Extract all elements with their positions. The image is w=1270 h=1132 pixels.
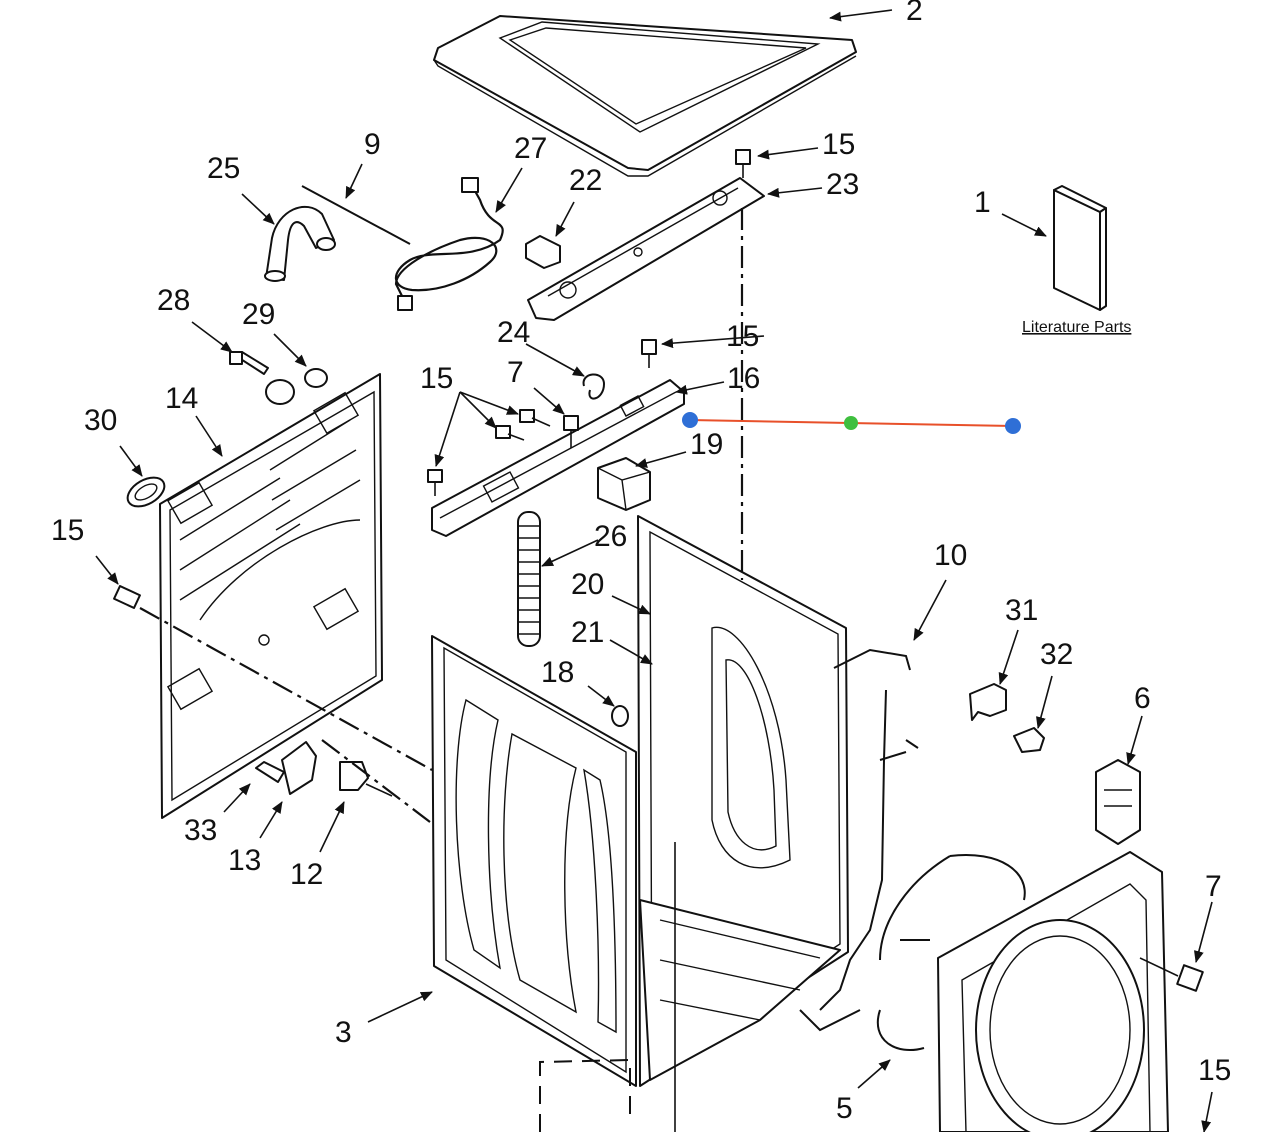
measure-end-handle[interactable]	[1005, 418, 1021, 434]
axis-line-diagonal	[139, 607, 433, 771]
callout-14: 14	[165, 382, 198, 415]
screw-7-rail[interactable]	[563, 415, 579, 448]
literature-book-part[interactable]	[1053, 185, 1107, 311]
callout-27: 27	[514, 132, 547, 165]
callout-23: 23	[826, 168, 859, 201]
callout-19: 19	[690, 428, 723, 461]
front-panel-part[interactable]	[431, 635, 637, 1087]
clip-part[interactable]	[525, 235, 561, 269]
rear-rail-part[interactable]	[431, 379, 685, 537]
callout-28: 28	[157, 284, 190, 317]
callout-5: 5	[836, 1092, 853, 1125]
screw-15-rail-a[interactable]	[427, 469, 443, 496]
spring-clip-part[interactable]	[582, 373, 606, 400]
valve-19-part[interactable]	[597, 457, 651, 511]
axis-line-diagonal-lower	[321, 739, 431, 823]
screw-15-rail-b[interactable]	[519, 409, 551, 427]
callout-1: 1	[974, 186, 991, 219]
callout-21: 21	[571, 616, 604, 649]
screw-15-rail-c[interactable]	[495, 425, 525, 441]
callout-10: 10	[934, 539, 967, 572]
callout-15-bottom: 15	[1198, 1054, 1231, 1087]
back-panel-part[interactable]	[159, 373, 383, 819]
bracket-13-part[interactable]	[281, 741, 317, 795]
dashed-outline	[539, 1058, 631, 1132]
grommet-30-part[interactable]	[123, 472, 170, 513]
callout-3: 3	[335, 1016, 352, 1049]
callout-9: 9	[364, 128, 381, 161]
callout-12: 12	[290, 858, 323, 891]
hose-elbow-part[interactable]	[264, 205, 336, 282]
callout-15-rail: 15	[420, 362, 453, 395]
callout-7-rail: 7	[507, 356, 524, 389]
grommet-29-part[interactable]	[265, 368, 328, 405]
callout-29: 29	[242, 298, 275, 331]
measure-mid-handle[interactable]	[844, 416, 858, 430]
callout-15-left: 15	[51, 514, 84, 547]
callout-16: 16	[727, 362, 760, 395]
bracket-32-part[interactable]	[1013, 727, 1045, 753]
screw-28-part[interactable]	[229, 351, 269, 375]
top-rail-part[interactable]	[527, 177, 765, 321]
callout-6: 6	[1134, 682, 1151, 715]
callout-26: 26	[594, 520, 627, 553]
literature-parts-label: Literature Parts	[1022, 319, 1131, 336]
callout-18: 18	[541, 656, 574, 689]
screw-15-top[interactable]	[735, 149, 751, 178]
screw-15-left[interactable]	[113, 585, 141, 609]
pump-12-part[interactable]	[339, 761, 393, 797]
leader-arrows	[95, 9, 1213, 1132]
callout-2: 2	[906, 0, 923, 27]
cabinet-base[interactable]	[639, 899, 841, 1081]
corrugated-hose-part[interactable]	[517, 511, 541, 647]
screw-15-mid[interactable]	[641, 339, 657, 368]
screw-33-part[interactable]	[255, 761, 285, 783]
power-cord-part[interactable]	[394, 177, 504, 311]
door-wire-part[interactable]	[877, 854, 1026, 1051]
callout-15-top: 15	[822, 128, 855, 161]
measure-start-handle[interactable]	[682, 412, 698, 428]
callout-31: 31	[1005, 594, 1038, 627]
measure-tool[interactable]	[682, 412, 1021, 434]
callout-33: 33	[184, 814, 217, 847]
top-panel-part[interactable]	[433, 15, 857, 177]
callout-15-mid: 15	[726, 320, 759, 353]
callout-24: 24	[497, 316, 530, 349]
bracket-31-part[interactable]	[969, 683, 1007, 721]
wire-harness-part[interactable]	[799, 648, 930, 1032]
rod-part[interactable]	[301, 185, 411, 245]
callout-30: 30	[84, 404, 117, 437]
callout-22: 22	[569, 164, 602, 197]
door-lock-6-part[interactable]	[1095, 759, 1141, 845]
front-frame-part[interactable]	[937, 851, 1169, 1132]
screw-7-front[interactable]	[1139, 957, 1204, 992]
bumper-18-part[interactable]	[611, 705, 629, 727]
callout-25: 25	[207, 152, 240, 185]
callout-32: 32	[1040, 638, 1073, 671]
callout-7-front: 7	[1205, 870, 1222, 903]
callout-13: 13	[228, 844, 261, 877]
callout-20: 20	[571, 568, 604, 601]
